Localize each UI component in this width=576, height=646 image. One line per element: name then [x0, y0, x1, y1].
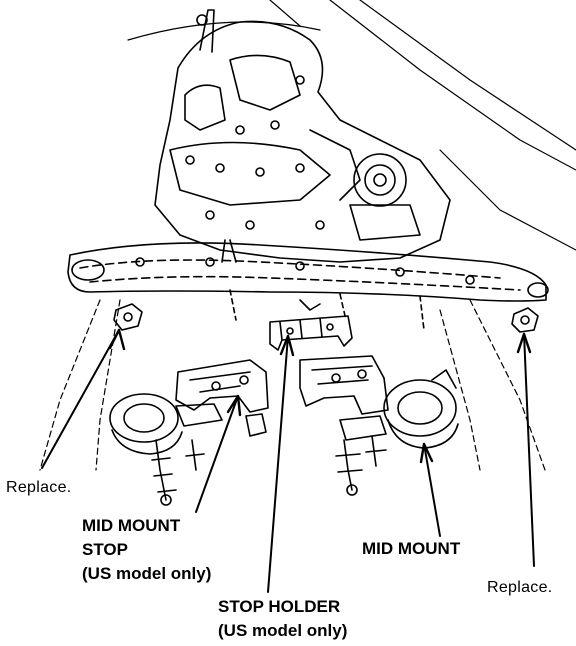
mid-mount-stop-label-line2: STOP	[82, 540, 128, 559]
replace-label-left: Replace.	[6, 479, 72, 496]
replace-nut-right	[511, 307, 539, 333]
mid-mount-stop-note: (US model only)	[82, 564, 212, 583]
mid-mount-label: MID MOUNT	[362, 539, 461, 558]
mid-mount-bracket	[299, 355, 389, 441]
mid-mount-stop-label: MID MOUNT	[82, 516, 181, 535]
stop-holder-label: STOP HOLDER	[218, 597, 341, 616]
transmission-housing	[154, 9, 451, 263]
stop-holder-note: (US model only)	[218, 621, 348, 640]
left-mount-assembly	[109, 393, 223, 506]
body-outline-lines	[39, 0, 576, 471]
leader-arrows	[41, 328, 535, 593]
replace-nut-left	[113, 303, 143, 331]
stop-holder-bracket	[269, 315, 353, 351]
replace-label-right: Replace.	[487, 579, 553, 596]
mid-mount-rubber-unit	[335, 369, 459, 496]
subframe-crossmember	[67, 242, 549, 331]
